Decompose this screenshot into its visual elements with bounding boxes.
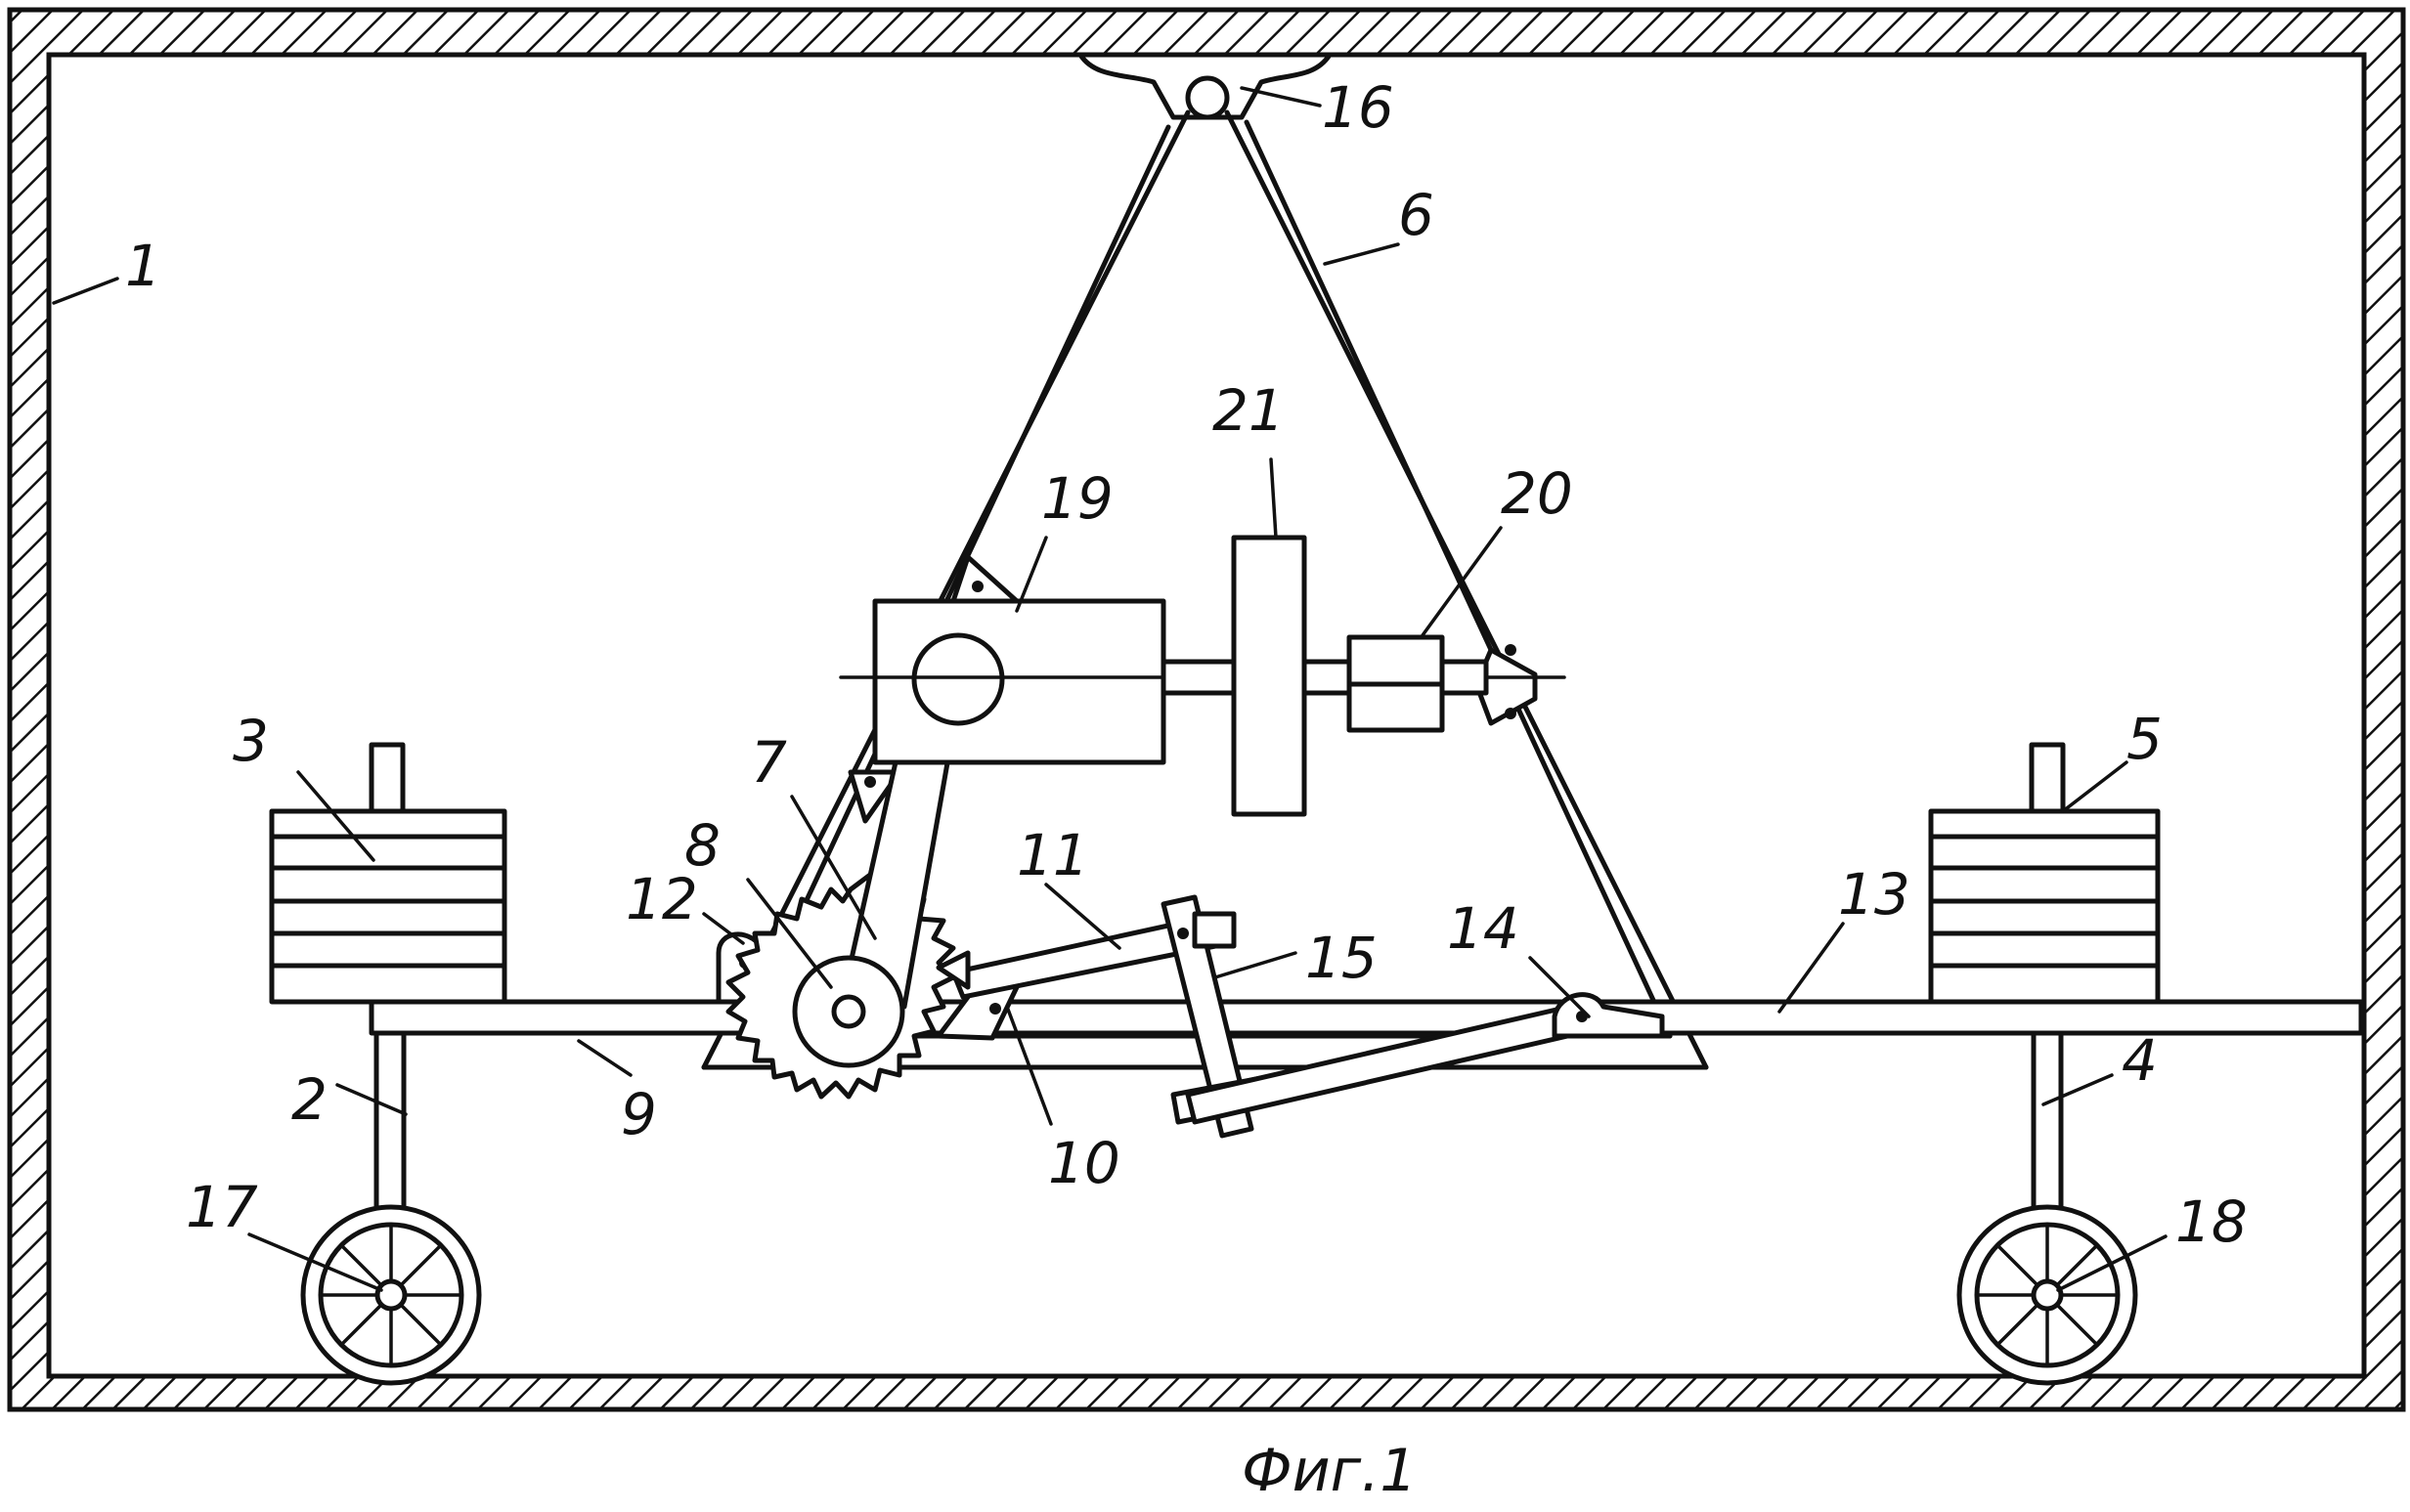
label-3: 3 [233,708,269,774]
label-21: 21 [1212,377,1285,444]
label-5: 5 [2126,706,2163,772]
label-14: 14 [1447,895,1519,962]
top-hinge-16 [1080,55,1330,117]
label-10: 10 [1048,1130,1120,1196]
label-6: 6 [1398,182,1434,248]
label-13: 13 [1838,861,1910,928]
label-1: 1 [125,233,161,299]
label-9: 9 [621,1081,657,1147]
label-15: 15 [1305,925,1378,991]
right-wheel-18 [1959,1207,2135,1383]
label-12: 12 [626,866,698,932]
horizontal-beam [372,1002,2361,1033]
bearing-20 [1349,637,1486,730]
label-19: 19 [1041,465,1114,532]
figure-caption: Фиг.1 [1242,1437,1417,1505]
label-4: 4 [2122,1027,2158,1094]
left-wheel-17 [303,1207,479,1383]
arbor-pulley-8 [795,958,902,1065]
label-16: 16 [1322,74,1394,141]
flywheel-21 [1163,538,1349,814]
label-17: 17 [186,1174,258,1240]
right-weight-stack-5 [1931,745,2158,1002]
label-18: 18 [2175,1188,2248,1255]
label-11: 11 [1017,822,1089,888]
label-7: 7 [751,729,787,796]
label-2: 2 [291,1066,328,1133]
label-20: 20 [1501,460,1573,527]
